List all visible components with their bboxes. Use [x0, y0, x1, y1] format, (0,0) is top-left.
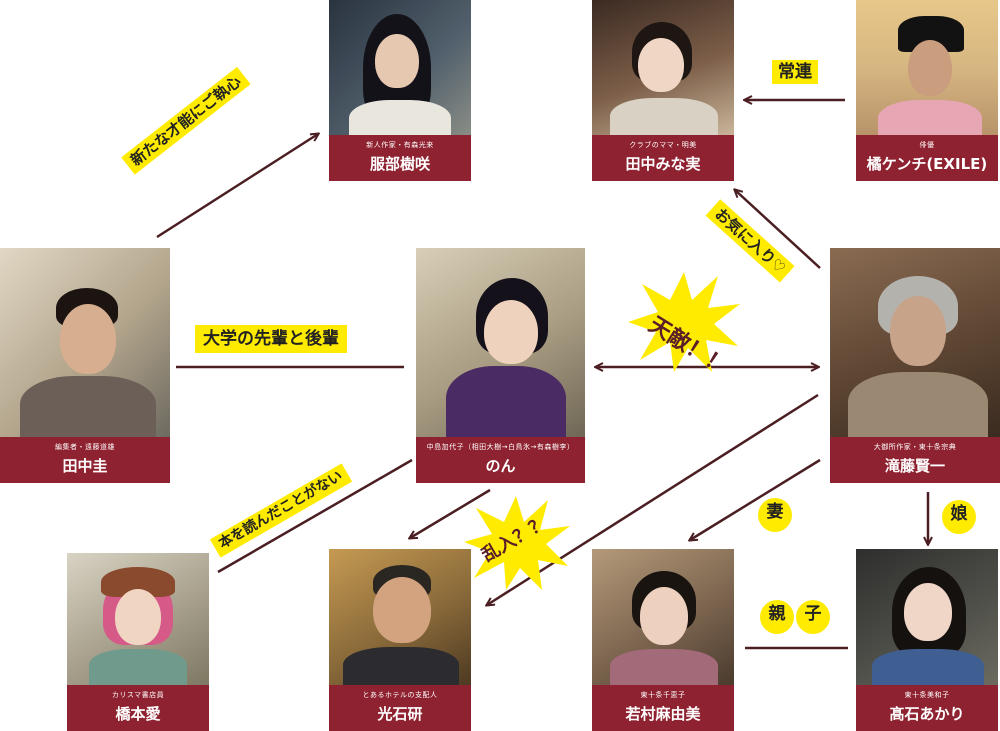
card-non[interactable]: 中島加代子（相田大樹→白鳥氷→有森樹李） のん — [416, 248, 585, 483]
role-takaishi: 東十条美和子 — [904, 691, 950, 699]
card-hashimoto[interactable]: カリスマ書店員 橋本愛 — [67, 553, 209, 731]
name-mitsuishi: 光石研 — [377, 705, 423, 723]
card-tanaka-kei[interactable]: 編集者・遠藤道雄 田中圭 — [0, 248, 170, 483]
photo-hattori — [329, 0, 471, 135]
photo-takito — [830, 248, 1000, 437]
card-tachibana[interactable]: 俳優 橘ケンチ(EXILE) — [856, 0, 998, 181]
name-tachibana: 橘ケンチ(EXILE) — [866, 155, 988, 173]
role-tachibana: 俳優 — [919, 141, 935, 149]
card-wakamura[interactable]: 東十条千恵子 若村麻由美 — [592, 549, 734, 731]
line-takito-to-minami — [735, 190, 821, 269]
name-takaishi: 髙石あかり — [889, 705, 965, 723]
role-hattori: 新人作家・有森光来 — [366, 141, 434, 149]
photo-non — [416, 248, 585, 437]
label-wife: 妻 — [758, 498, 792, 532]
role-mitsuishi: とあるホテルの支配人 — [362, 691, 438, 699]
card-hattori[interactable]: 新人作家・有森光来 服部樹咲 — [329, 0, 471, 181]
name-tanaka-minami: 田中みな実 — [625, 155, 701, 173]
photo-tanaka-kei — [0, 248, 170, 437]
name-tanaka-kei: 田中圭 — [62, 457, 108, 475]
line-takito-to-mitsuishi — [487, 393, 819, 605]
name-hashimoto: 橋本愛 — [115, 705, 161, 723]
line-non-to-mitsuishi — [410, 488, 491, 538]
label-parent: 親 — [760, 600, 794, 634]
photo-tachibana — [856, 0, 998, 135]
card-tanaka-minami[interactable]: クラブのママ・明美 田中みな実 — [592, 0, 734, 181]
label-daughter: 娘 — [942, 500, 976, 534]
photo-mitsuishi — [329, 549, 471, 685]
role-takito: 大御所作家・東十条宗典 — [873, 443, 957, 451]
name-hattori: 服部樹咲 — [369, 155, 430, 173]
role-tanaka-kei: 編集者・遠藤道雄 — [55, 443, 115, 451]
photo-tanaka-minami — [592, 0, 734, 135]
line-tanaka-to-hattori — [156, 134, 318, 239]
label-regular: 常連 — [772, 60, 818, 85]
burst-intrusion — [464, 496, 570, 590]
photo-takaishi — [856, 549, 998, 685]
photo-wakamura — [592, 549, 734, 685]
name-takito: 滝藤賢一 — [884, 457, 945, 475]
line-takito-to-wakamura — [690, 458, 821, 540]
card-takaishi[interactable]: 東十条美和子 髙石あかり — [856, 549, 998, 731]
photo-hashimoto — [67, 553, 209, 685]
role-wakamura: 東十条千恵子 — [640, 691, 686, 699]
role-hashimoto: カリスマ書店員 — [111, 691, 165, 699]
burst-enemy — [628, 272, 740, 372]
label-child: 子 — [796, 600, 830, 634]
name-wakamura: 若村麻由美 — [625, 705, 701, 723]
line-hashimoto-non — [217, 458, 413, 574]
name-non: のん — [485, 457, 516, 475]
label-senior-junior: 大学の先輩と後輩 — [195, 325, 347, 354]
card-takito[interactable]: 大御所作家・東十条宗典 滝藤賢一 — [830, 248, 1000, 483]
card-mitsuishi[interactable]: とあるホテルの支配人 光石研 — [329, 549, 471, 731]
role-tanaka-minami: クラブのママ・明美 — [629, 141, 697, 149]
role-non: 中島加代子（相田大樹→白鳥氷→有森樹李） — [426, 443, 575, 451]
